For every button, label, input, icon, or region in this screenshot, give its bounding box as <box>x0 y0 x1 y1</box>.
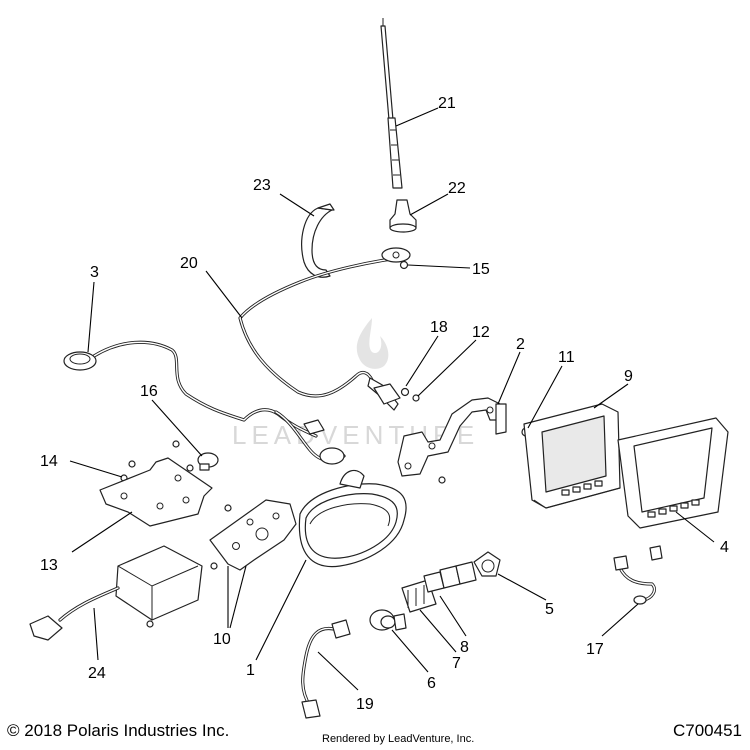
callout-18: 18 <box>430 319 448 336</box>
leader-22 <box>409 193 449 216</box>
part-21-antenna <box>380 18 403 189</box>
part-8-switch-covers <box>423 561 477 593</box>
callout-21: 21 <box>438 95 456 112</box>
watermark-flame-icon <box>356 318 389 369</box>
leader-lines <box>69 107 715 691</box>
leader-5 <box>497 573 547 601</box>
callout-9: 9 <box>624 368 633 385</box>
leader-12 <box>417 339 477 397</box>
callout-12: 12 <box>472 324 490 341</box>
drawing-number: C700451 <box>672 721 742 740</box>
callout-numbers: 21 22 23 20 15 3 18 12 2 11 9 16 14 13 4… <box>40 95 729 713</box>
callout-2: 2 <box>516 336 525 353</box>
part-24-module <box>29 545 203 641</box>
leader-23 <box>279 193 315 217</box>
callout-14: 14 <box>40 453 58 470</box>
part-10-bracket <box>209 499 297 571</box>
leader-16 <box>151 399 203 457</box>
part-18-connector <box>373 383 410 405</box>
callout-10: 10 <box>213 631 231 648</box>
part-2-bracket <box>397 397 507 484</box>
callout-5: 5 <box>545 601 554 618</box>
part-16-cable-tie <box>197 452 219 471</box>
callout-19: 19 <box>356 696 374 713</box>
callout-23: 23 <box>253 177 271 194</box>
part-17-harness <box>613 545 663 605</box>
part-4-bezel <box>617 417 729 529</box>
part-6-ignition <box>369 609 407 631</box>
leader-18 <box>405 335 439 387</box>
leader-21 <box>395 107 439 127</box>
leader-19 <box>317 651 359 691</box>
leader-1 <box>255 559 307 661</box>
leader-13 <box>71 511 133 553</box>
leader-7 <box>419 609 457 653</box>
part-9-display <box>523 403 621 509</box>
callout-11: 11 <box>558 349 575 366</box>
callout-3: 3 <box>90 264 99 281</box>
callout-6: 6 <box>427 675 436 692</box>
callout-17: 17 <box>586 641 604 658</box>
leader-3 <box>87 281 95 353</box>
leader-10b <box>229 565 247 629</box>
leader-2 <box>497 351 521 405</box>
display-buttons <box>561 480 603 496</box>
callout-13: 13 <box>40 557 58 574</box>
leader-17 <box>601 603 639 637</box>
leader-24 <box>93 607 99 661</box>
callout-16: 16 <box>140 383 158 400</box>
leader-9 <box>593 383 629 409</box>
leader-4 <box>675 511 715 543</box>
callout-4: 4 <box>720 539 729 556</box>
rendered-by-text: Rendered by LeadVenture, Inc. <box>322 733 475 745</box>
part-22-antenna-base <box>389 199 417 233</box>
leader-8 <box>439 595 467 637</box>
part-12-screw <box>412 394 420 402</box>
callout-15: 15 <box>472 261 490 278</box>
leader-6 <box>391 629 429 673</box>
watermark: LEADVENTURE <box>232 318 474 450</box>
bezel-buttons <box>647 499 700 518</box>
leader-11 <box>527 365 563 429</box>
copyright-text: © 2018 Polaris Industries Inc. <box>7 721 230 740</box>
part-23-strap <box>301 203 335 278</box>
callout-7: 7 <box>452 655 461 672</box>
callout-8: 8 <box>460 639 469 656</box>
part-5-plug <box>473 551 501 577</box>
callout-1: 1 <box>246 662 255 679</box>
callout-24: 24 <box>88 665 106 682</box>
part-13-mounting-plate <box>99 457 213 527</box>
part-1-cluster <box>298 469 407 568</box>
part-19-harness <box>301 619 351 719</box>
part-harness-bundle <box>274 410 346 465</box>
callout-20: 20 <box>180 255 198 272</box>
leader-15 <box>407 264 471 269</box>
part-15-nut <box>399 260 409 270</box>
leader-14 <box>69 460 123 478</box>
leader-20 <box>205 270 243 319</box>
callout-22: 22 <box>448 180 466 197</box>
